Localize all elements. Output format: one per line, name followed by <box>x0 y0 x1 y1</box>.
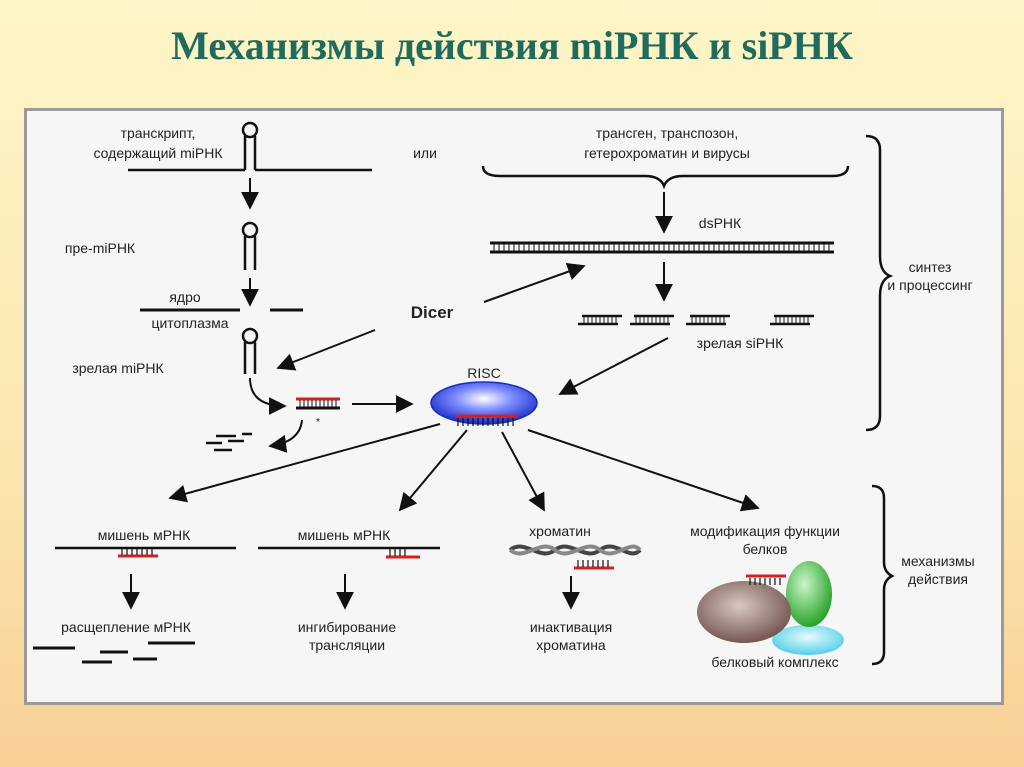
label-sources-2: гетерохроматин и вирусы <box>584 145 750 161</box>
risc-guide-strand <box>455 414 518 426</box>
sirna-duplex <box>578 314 622 326</box>
label-sources-1: трансген, транспозон, <box>596 125 738 141</box>
sirna-duplex <box>686 314 730 326</box>
label-target-2: мишень мРНК <box>298 527 391 543</box>
arrow-dicer-to-mirna <box>276 329 376 371</box>
label-dsrna: dsРНК <box>699 215 742 231</box>
arrow-strand-degradation <box>268 419 303 453</box>
label-risc: RISC <box>467 365 500 381</box>
arrow-risc-to-translation <box>398 429 468 512</box>
cytoplasmic-hairpin <box>241 327 259 374</box>
protein-cyan <box>772 625 844 655</box>
chromatin-helix <box>508 544 642 556</box>
label-transcript-1: транскрипт, <box>121 125 196 141</box>
label-mature-sirna: зрелая siРНК <box>697 335 785 351</box>
label-protein-mod-1: модификация функции <box>690 523 840 539</box>
label-mechanisms-2: действия <box>908 571 968 587</box>
guide-on-target-2 <box>386 549 420 559</box>
label-synthesis-2: и процессинг <box>887 277 972 293</box>
arrow-risc-to-protein <box>527 429 760 512</box>
label-translation-2: трансляции <box>309 637 385 653</box>
label-translation-1: ингибирование <box>298 619 397 635</box>
dsrna-molecule <box>490 241 834 254</box>
label-inactivation-1: инактивация <box>530 619 612 635</box>
label-mature-mirna: зрелая miРНК <box>72 360 164 376</box>
label-protein-complex: белковый комплекс <box>711 654 838 670</box>
mirna-duplex: * <box>296 397 340 428</box>
label-mechanisms-1: механизмы <box>901 553 974 569</box>
label-protein-mod-2: белков <box>743 541 788 557</box>
label-chromatin: хроматин <box>529 523 591 539</box>
arrow-risc-to-chromatin <box>501 431 545 512</box>
arrow-dicer-to-dsrna <box>483 263 586 303</box>
guide-on-target-1 <box>118 549 158 558</box>
pre-mirna-hairpin <box>241 221 259 270</box>
dsrna-base-pairs <box>493 244 830 251</box>
degraded-strand-fragments <box>206 432 252 452</box>
risc-complex <box>430 381 538 425</box>
label-pre-mirna: пре-miРНК <box>65 240 136 256</box>
sirna-duplex <box>770 314 814 326</box>
transcript-hairpin <box>128 121 372 172</box>
protein-brown <box>697 581 791 643</box>
arrow-to-mature-mirna <box>249 377 287 415</box>
svg-text:*: * <box>316 417 320 428</box>
arrow-sirna-to-risc <box>558 337 669 395</box>
label-inactivation-2: хроматина <box>536 637 606 653</box>
protein-green <box>786 561 832 627</box>
label-or: или <box>413 145 437 161</box>
label-dicer: Dicer <box>411 303 454 322</box>
label-target-1: мишень мРНК <box>98 527 191 543</box>
synthesis-brace <box>865 134 894 432</box>
label-transcript-2: содержащий miРНК <box>94 145 224 161</box>
cleaved-mrna-fragments <box>33 641 195 664</box>
guide-on-chromatin <box>574 560 614 570</box>
sirna-duplexes <box>578 314 814 326</box>
label-cytoplasm: цитоплазма <box>151 315 228 331</box>
slide-title: Механизмы действия miРНК и siРНК <box>171 23 853 68</box>
sirna-duplex <box>630 314 674 326</box>
label-cleavage: расщепление мРНК <box>61 619 192 635</box>
guide-on-protein <box>746 574 786 585</box>
label-synthesis-1: синтез <box>909 259 952 275</box>
arrow-risc-to-cleavage <box>168 423 441 503</box>
sources-brace <box>481 165 850 190</box>
mechanisms-brace <box>871 484 895 666</box>
label-nucleus: ядро <box>169 289 201 305</box>
